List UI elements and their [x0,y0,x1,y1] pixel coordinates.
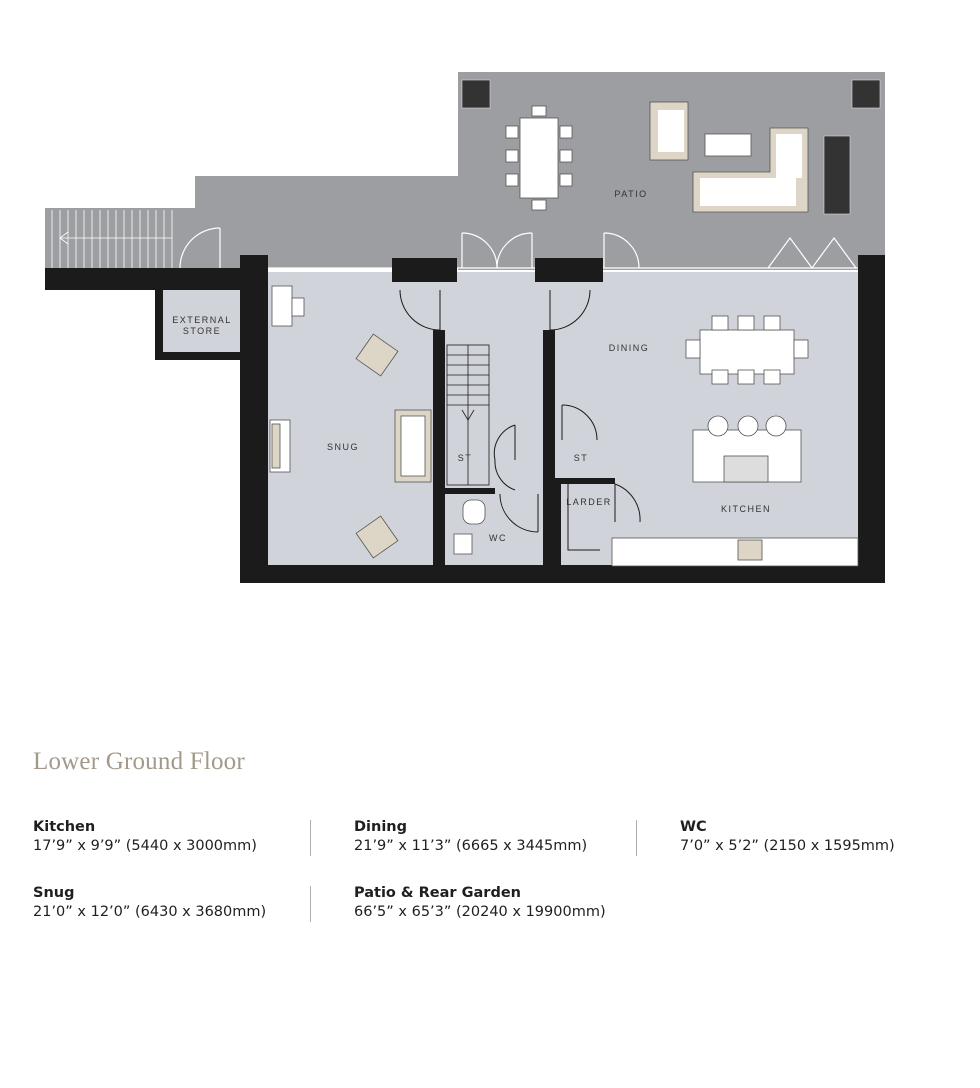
staircase [446,344,490,486]
room-spec-wc: WC 7’0” x 5’2” (2150 x 1595mm) [680,818,895,856]
steps-base-wall [45,268,240,290]
external-steps [51,210,173,268]
interior-furniture [269,285,859,567]
room-name: Dining [354,819,408,835]
room-name: Kitchen [33,819,96,835]
external-store-label-2: STORE [183,326,221,336]
dining-label: DINING [609,343,650,353]
room-dims: 21’9” x 11’3” (6665 x 3445mm) [354,838,588,854]
interior-doors [399,289,641,551]
st-stairs-label: ST [458,453,473,463]
divider [310,820,311,856]
floor-title: Lower Ground Floor [33,748,245,775]
room-dims: 7’0” x 5’2” (2150 x 1595mm) [680,838,895,854]
external-store-label-1: EXTERNAL [172,315,232,325]
snug-label: SNUG [327,442,359,452]
room-dims: 66’5” x 65’3” (20240 x 19900mm) [354,904,606,920]
room-spec-kitchen: Kitchen 17’9” x 9’9” (5440 x 3000mm) [33,818,257,856]
room-name: WC [680,819,707,835]
st-kitchen-label: ST [574,453,589,463]
wc-label: WC [489,533,507,543]
doors [179,227,857,270]
room-spec-dining: Dining 21’9” x 11’3” (6665 x 3445mm) [354,818,587,856]
divider [636,820,637,856]
room-spec-snug: Snug 21’0” x 12’0” (6430 x 3680mm) [33,884,266,922]
external-store-walls [155,288,240,360]
room-dims: 17’9” x 9’9” (5440 x 3000mm) [33,838,257,854]
room-spec-patio: Patio & Rear Garden 66’5” x 65’3” (20240… [354,884,606,922]
walls [240,255,885,583]
floor-plan: EXTERNAL STORE PATIO DINING SNUG ST ST L… [45,72,885,583]
room-name: Snug [33,885,75,901]
room-dims: 21’0” x 12’0” (6430 x 3680mm) [33,904,267,920]
room-name: Patio & Rear Garden [354,885,521,901]
larder-label: LARDER [566,497,612,507]
patio-furniture [461,79,881,215]
kitchen-label: KITCHEN [721,504,771,514]
divider [310,886,311,922]
patio-label: PATIO [614,189,647,199]
